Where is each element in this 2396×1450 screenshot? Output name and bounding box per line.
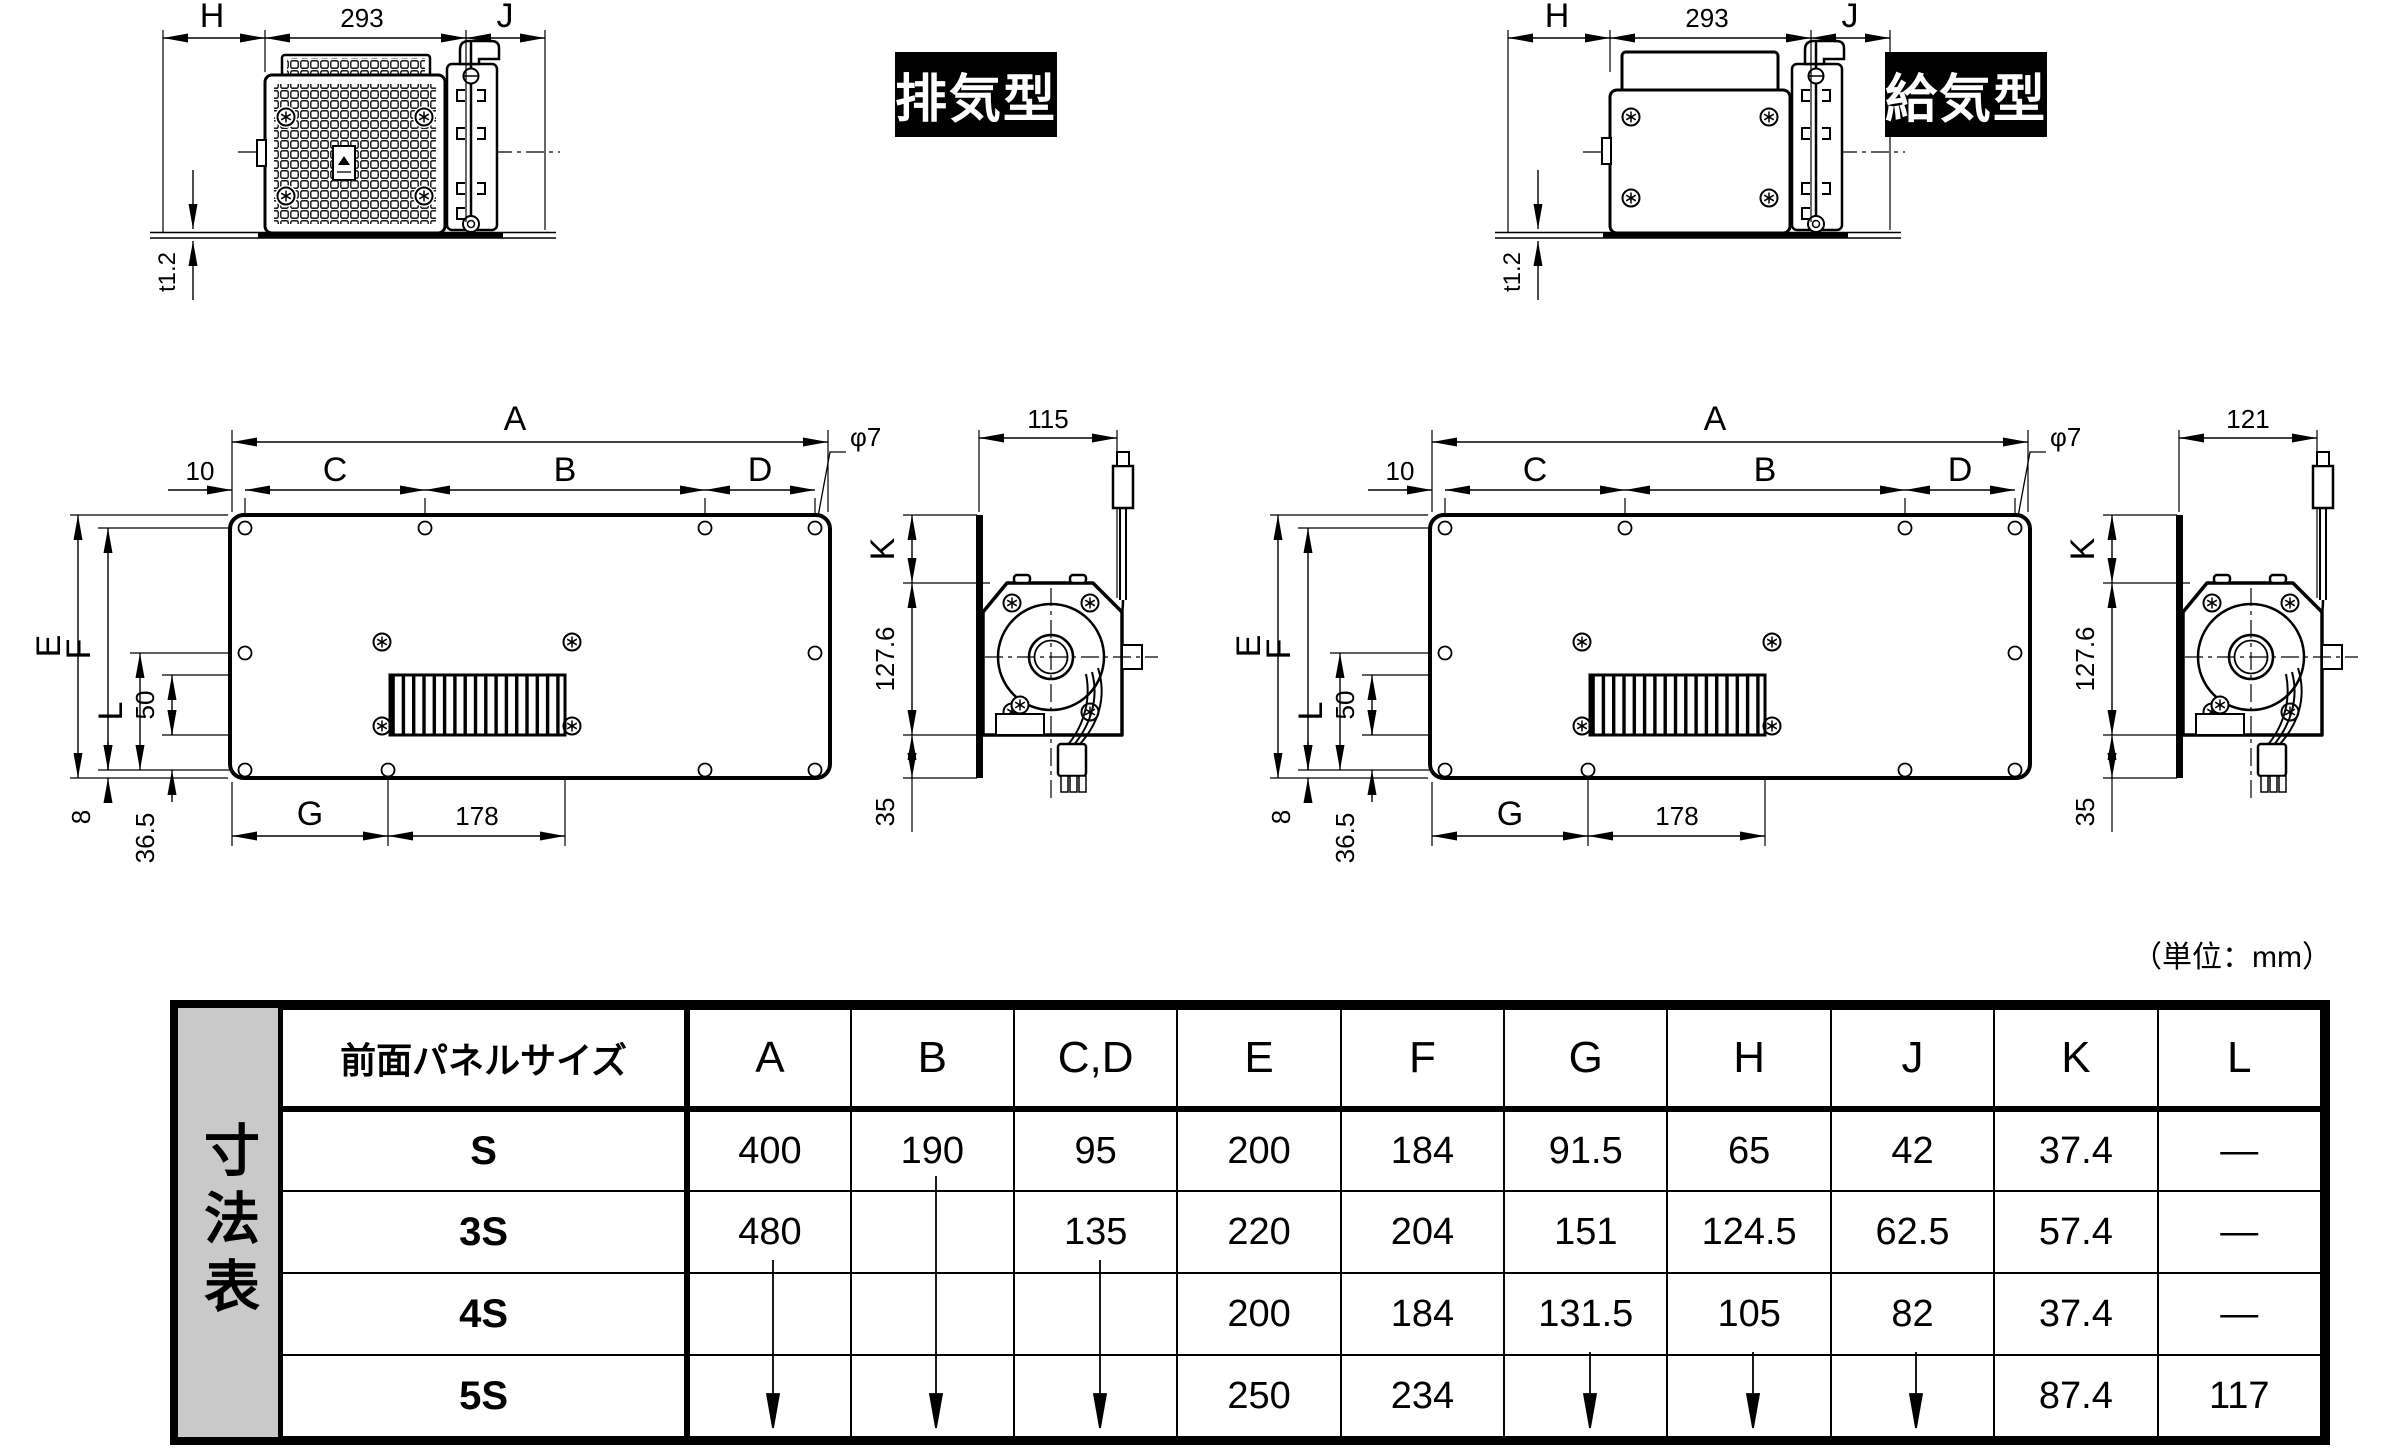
dim-label-115: 115 [1027, 404, 1068, 434]
cell: 190 [849, 1108, 1015, 1192]
technical-drawing: H 293 J t1.2 A [0, 0, 2396, 960]
col-header-f: F [1339, 1008, 1506, 1112]
cell: 57.4 [1993, 1190, 2159, 1274]
cell: 151 [1503, 1190, 1669, 1274]
cell: 37.4 [1993, 1108, 2159, 1192]
cell: 87.4 [1993, 1354, 2159, 1438]
cell: 95 [1012, 1108, 1179, 1192]
cell: 184 [1339, 1108, 1506, 1192]
supply-type-text: 給気型 [1885, 71, 2048, 129]
cell [1503, 1354, 1669, 1438]
col-header-b: B [849, 1008, 1015, 1112]
exhaust-unit-drawing [150, 0, 560, 300]
table-corner-band: 寸法表 [178, 1008, 281, 1437]
table-row-5s: 5S 250 234 87.4 117 [280, 1354, 2323, 1438]
col-header-a: A [686, 1008, 852, 1112]
dimension-table: 寸法表 前面パネルサイズ A B C,D E F G H J K L S 400… [170, 1000, 2330, 1445]
table-header-row: 前面パネルサイズ A B C,D E F G H J K L [280, 1008, 2323, 1112]
col-header-k: K [1993, 1008, 2159, 1112]
exhaust-side-view [864, 430, 1158, 832]
col-header-cd: C,D [1012, 1008, 1179, 1112]
exhaust-panel-view [30, 400, 881, 863]
col-header-e: E [1176, 1008, 1342, 1112]
cell [1829, 1354, 1996, 1438]
dimension-table-grid: 前面パネルサイズ A B C,D E F G H J K L S 400 190… [280, 1008, 2323, 1438]
cell: 131.5 [1503, 1272, 1669, 1356]
supply-type-label: 給気型 [1885, 52, 2047, 137]
dim-label-121: 121 [2226, 404, 2269, 434]
col-header-j: J [1829, 1008, 1996, 1112]
cell: 200 [1176, 1272, 1342, 1356]
row-name: 3S [280, 1190, 691, 1274]
size-header-cell: 前面パネルサイズ [280, 1008, 691, 1112]
cell: 135 [1012, 1190, 1179, 1274]
cell: 200 [1176, 1108, 1342, 1192]
cell [1012, 1354, 1179, 1438]
cell [686, 1272, 852, 1356]
cell [686, 1354, 852, 1438]
cell: 250 [1176, 1354, 1342, 1438]
cell [849, 1190, 1015, 1274]
cell: 234 [1339, 1354, 1506, 1438]
cell: 184 [1339, 1272, 1506, 1356]
col-header-h: H [1666, 1008, 1832, 1112]
cell [849, 1354, 1015, 1438]
cell: 65 [1666, 1108, 1832, 1192]
supply-unit-drawing [1495, 0, 1905, 300]
col-header-l: L [2156, 1008, 2323, 1112]
row-name: 5S [280, 1354, 691, 1438]
table-row-4s: 4S 200 184 131.5 105 82 37.4 — [280, 1272, 2323, 1356]
supply-side-view [2064, 430, 2358, 832]
exhaust-type-label: 排気型 [895, 52, 1057, 137]
cell: — [2156, 1272, 2323, 1356]
unit-note: （単位：mm） [2132, 941, 2332, 974]
cell: 117 [2156, 1354, 2323, 1438]
cell: 42 [1829, 1108, 1996, 1192]
col-header-g: G [1503, 1008, 1669, 1112]
cell: 480 [686, 1190, 852, 1274]
table-corner-label: 寸法表 [196, 1120, 260, 1325]
cell [849, 1272, 1015, 1356]
cell: 91.5 [1503, 1108, 1669, 1192]
supply-panel-view [1230, 400, 2081, 863]
cell: 82 [1829, 1272, 1996, 1356]
cell: 400 [686, 1108, 852, 1192]
cell [1666, 1354, 1832, 1438]
table-row-3s: 3S 480 135 220 204 151 124.5 62.5 57.4 — [280, 1190, 2323, 1274]
cell: — [2156, 1108, 2323, 1192]
exhaust-type-text: 排気型 [895, 71, 1058, 129]
top-cover [1620, 50, 1780, 96]
cell: 37.4 [1993, 1272, 2159, 1356]
row-name: 4S [280, 1272, 691, 1356]
cell: 124.5 [1666, 1190, 1832, 1274]
cell [1012, 1272, 1179, 1356]
table-row-s: S 400 190 95 200 184 91.5 65 42 37.4 — [280, 1108, 2323, 1192]
cell: — [2156, 1190, 2323, 1274]
cell: 204 [1339, 1190, 1506, 1274]
cell: 105 [1666, 1272, 1832, 1356]
row-name: S [280, 1108, 691, 1192]
cell: 220 [1176, 1190, 1342, 1274]
cell: 62.5 [1829, 1190, 1996, 1274]
